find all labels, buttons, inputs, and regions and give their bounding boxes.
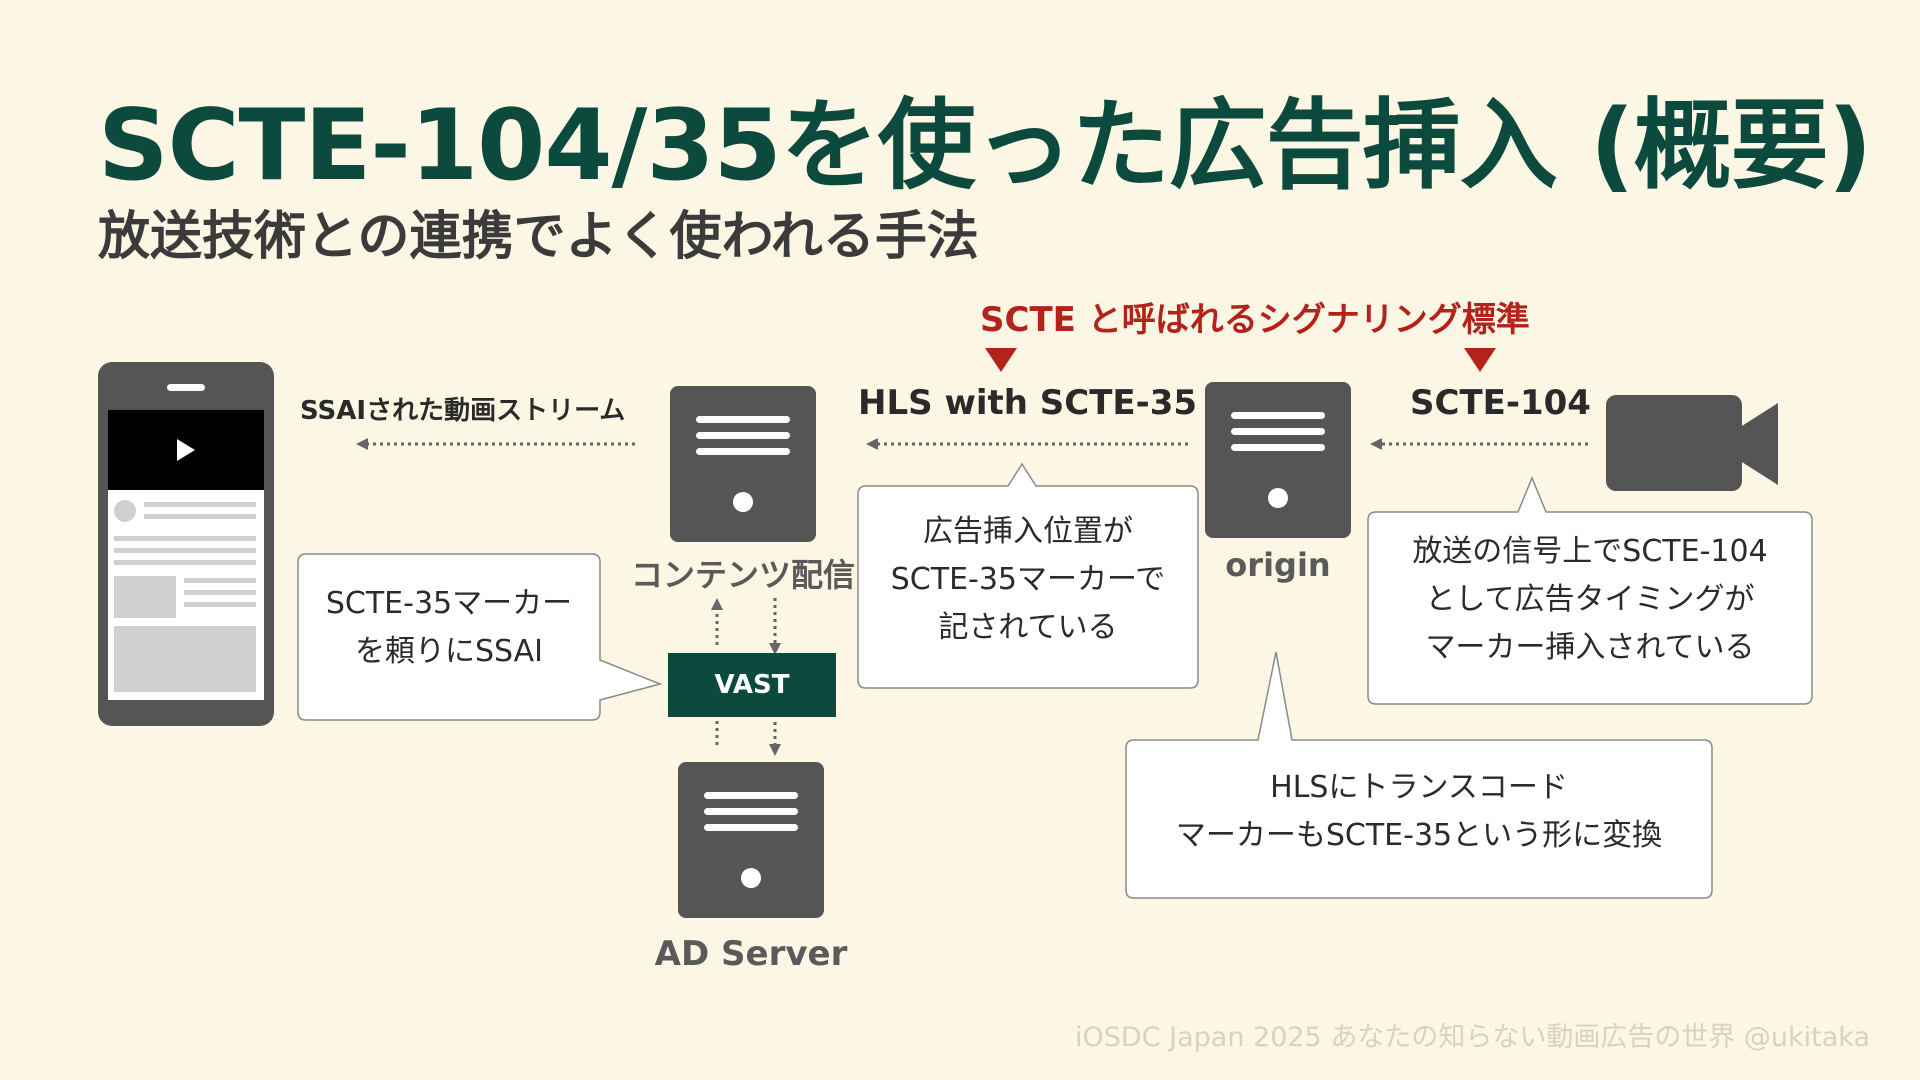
ssai-stream-label: SSAIされた動画ストリーム — [300, 396, 626, 426]
scte104-label: SCTE-104 — [1410, 383, 1591, 423]
callout-transcode: HLSにトランスコード マーカーもSCTE-35という形に変換 — [1175, 770, 1663, 853]
red-marker-icon — [985, 348, 1017, 372]
content-delivery-server-icon — [670, 386, 816, 542]
origin-label: origin — [1225, 546, 1331, 584]
vast-badge: VAST — [668, 653, 836, 717]
video-camera-icon — [1606, 395, 1778, 495]
footer-credit: iOSDC Japan 2025 あなたの知らない動画広告の世界 @ukitak… — [1075, 1022, 1870, 1053]
hls-scte35-label: HLS with SCTE-35 — [858, 383, 1198, 423]
origin-server-icon — [1205, 382, 1351, 538]
red-marker-icon — [1464, 348, 1496, 372]
video-player-area — [108, 410, 264, 490]
callout-broadcast-shape — [1367, 476, 1813, 705]
play-icon — [177, 439, 195, 461]
page-subtitle: 放送技術との連携でよく使われる手法 — [98, 207, 979, 267]
ad-server-icon — [678, 762, 824, 918]
page-title: SCTE-104/35を使った広告挿入 (概要) — [98, 89, 1872, 203]
callout-transcode-shape — [1125, 651, 1713, 899]
callout-broadcast: 放送の信号上でSCTE-104 として広告タイミングが マーカー挿入されている — [1412, 534, 1768, 665]
callout-hls-shape — [857, 462, 1199, 689]
callout-ssai-shape — [297, 553, 663, 721]
callout-ssai: SCTE-35マーカー を頼りにSSAI — [325, 586, 573, 669]
callout-hls-marker: 広告挿入位置が SCTE-35マーカーで 記されている — [890, 514, 1166, 645]
content-delivery-label: コンテンツ配信 — [630, 556, 855, 594]
ad-server-label: AD Server — [654, 934, 848, 974]
smartphone-icon — [98, 362, 274, 726]
signaling-standard-label: SCTE と呼ばれるシグナリング標準 — [980, 300, 1530, 340]
